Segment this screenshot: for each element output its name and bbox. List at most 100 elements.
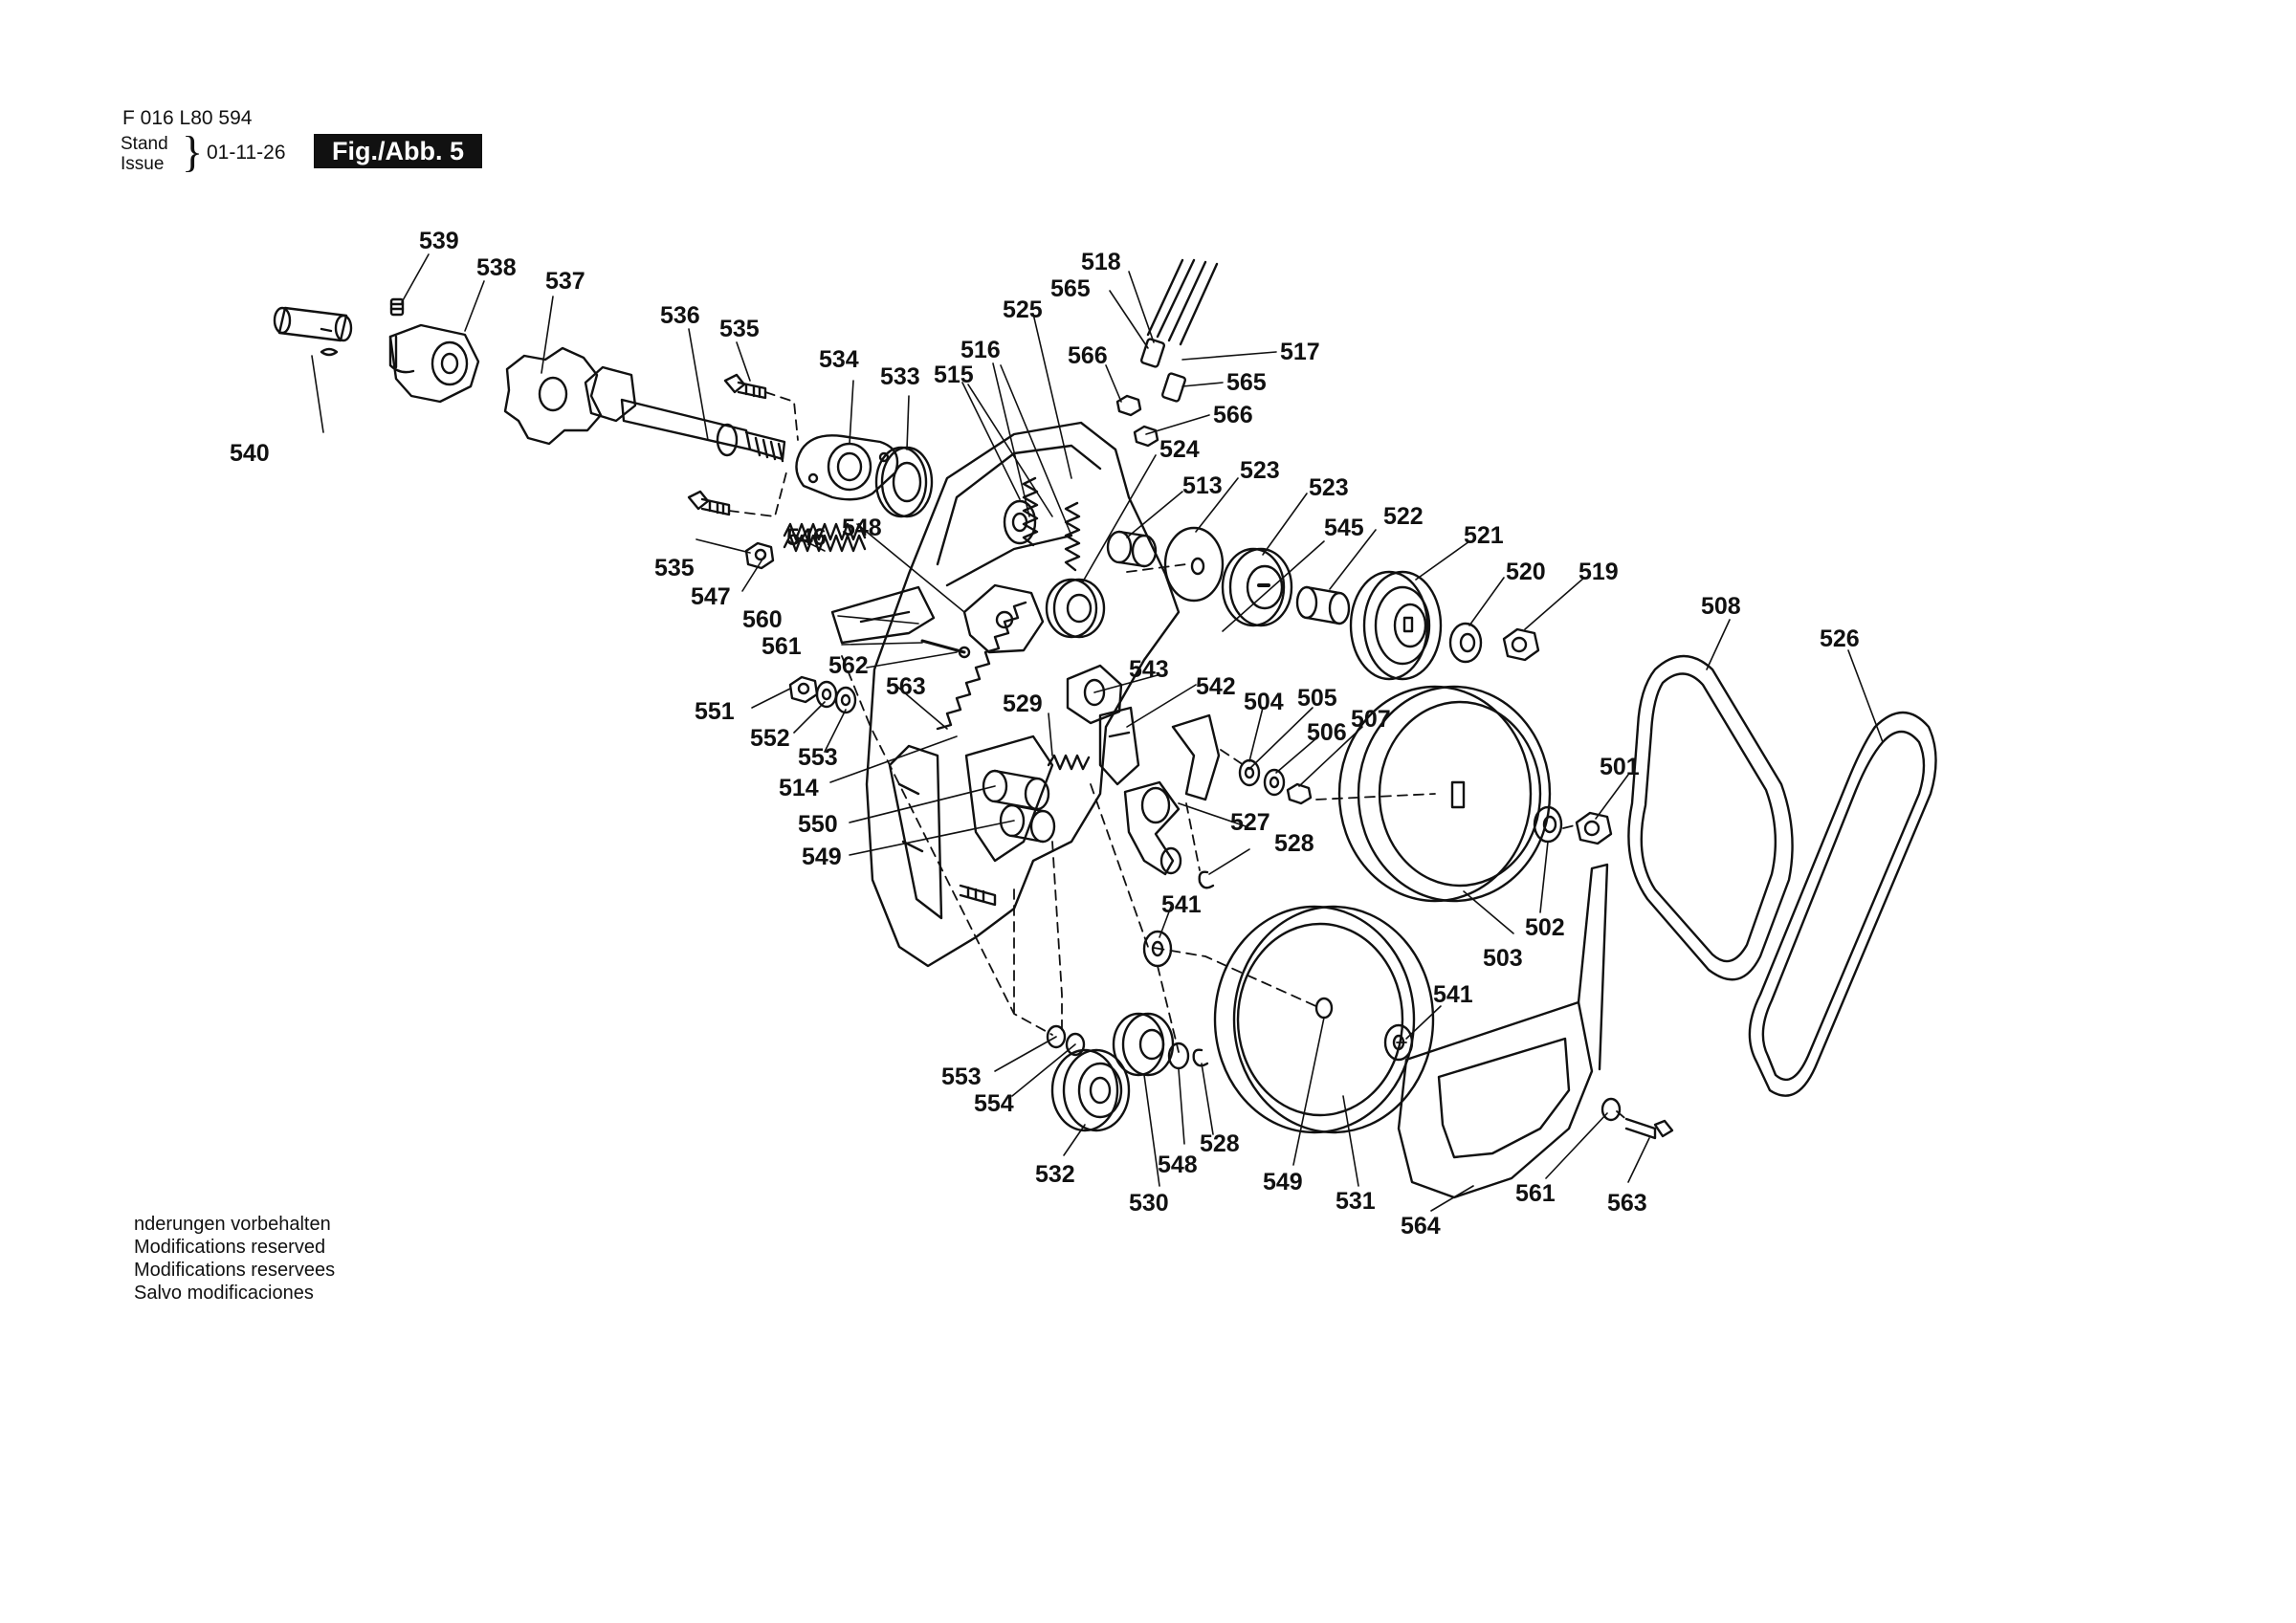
callout-label: 520 bbox=[1506, 559, 1546, 585]
washer-506 bbox=[1263, 768, 1286, 797]
callout-label: 506 bbox=[1307, 719, 1347, 746]
callout-label: 560 bbox=[742, 606, 783, 633]
clip-528-lower bbox=[1192, 1048, 1209, 1067]
leader-lines bbox=[311, 253, 1884, 1212]
v-belt-508 bbox=[1627, 654, 1794, 981]
tube-540 bbox=[273, 306, 353, 342]
pin-561 bbox=[920, 639, 971, 659]
nut-566-lower bbox=[1133, 425, 1159, 448]
callout-label: 550 bbox=[798, 811, 838, 838]
notice-line: Modifications reservees bbox=[134, 1260, 336, 1281]
document-code: F 016 L80 594 bbox=[122, 107, 253, 129]
callout-label: 561 bbox=[762, 633, 802, 660]
cable-fittings-518 bbox=[1140, 258, 1219, 403]
idler-pulley-524 bbox=[1045, 578, 1106, 639]
nut-566-upper bbox=[1115, 394, 1142, 417]
callout-label: 515 bbox=[934, 362, 974, 388]
spring-546 bbox=[783, 522, 867, 553]
callout-label: 565 bbox=[1050, 275, 1091, 302]
clip-528-upper bbox=[1198, 870, 1215, 889]
callout-label: 553 bbox=[941, 1064, 982, 1090]
callout-label: 545 bbox=[1324, 515, 1364, 541]
stand-issue-label: Stand Issue bbox=[121, 134, 168, 174]
spring-515-b bbox=[1064, 501, 1081, 572]
brace-glyph: } bbox=[182, 127, 204, 176]
bolt-535-lower bbox=[687, 490, 731, 516]
pulley-503 bbox=[1337, 685, 1552, 903]
spring-529 bbox=[1047, 754, 1091, 771]
callout-label: 508 bbox=[1701, 593, 1741, 620]
washer-520 bbox=[1448, 622, 1483, 664]
pulley-half-523-b bbox=[1221, 547, 1293, 627]
callout-label: 536 bbox=[660, 302, 700, 329]
notice-line: Salvo modificaciones bbox=[134, 1283, 314, 1304]
callout-label: 537 bbox=[545, 268, 585, 295]
coupling-538 bbox=[388, 323, 480, 404]
callout-label: 523 bbox=[1240, 457, 1280, 484]
callout-label: 522 bbox=[1383, 503, 1424, 530]
callout-label: 514 bbox=[779, 775, 819, 801]
stand-label: Stand bbox=[121, 134, 168, 154]
callout-label: 535 bbox=[654, 555, 695, 581]
cam-pulley-516 bbox=[1003, 499, 1037, 545]
callout-label: 523 bbox=[1309, 474, 1349, 501]
callout-label: 533 bbox=[880, 363, 920, 390]
callout-label: 541 bbox=[1433, 981, 1473, 1008]
callout-label: 547 bbox=[691, 583, 731, 610]
gear-532 bbox=[1050, 1048, 1131, 1132]
callout-label: 503 bbox=[1483, 945, 1523, 972]
callout-label: 528 bbox=[1200, 1130, 1240, 1157]
pulley-521 bbox=[1349, 570, 1443, 681]
assembly-lines bbox=[728, 391, 1629, 1122]
nut-551 bbox=[788, 675, 819, 704]
callout-label: 566 bbox=[1068, 342, 1108, 369]
callout-label: 542 bbox=[1196, 673, 1236, 700]
callout-label: 554 bbox=[974, 1090, 1014, 1117]
figure-badge: Fig./Abb. 5 bbox=[314, 134, 482, 168]
washer-553-lower bbox=[1046, 1024, 1067, 1049]
callout-label: 530 bbox=[1129, 1190, 1169, 1217]
callout-label: 534 bbox=[819, 346, 859, 373]
washer-561-lower bbox=[1601, 1097, 1622, 1122]
lever-514 bbox=[964, 735, 1054, 863]
v-belt-526 bbox=[1748, 711, 1937, 1097]
washer-523-a bbox=[1163, 526, 1225, 603]
callout-label: 549 bbox=[1263, 1169, 1303, 1195]
nut-501 bbox=[1575, 811, 1613, 845]
callout-label: 563 bbox=[1607, 1190, 1647, 1217]
lever-548 bbox=[962, 583, 1045, 654]
callout-label: 540 bbox=[230, 440, 270, 467]
callout-label: 552 bbox=[750, 725, 790, 752]
callout-label: 563 bbox=[886, 673, 926, 700]
callout-label: 501 bbox=[1600, 754, 1640, 780]
callout-label: 562 bbox=[828, 652, 869, 679]
bolt-535-upper bbox=[723, 373, 767, 400]
notice-line: Modifications reserved bbox=[134, 1237, 326, 1258]
callout-label: 516 bbox=[960, 337, 1001, 363]
bolt-563-lower bbox=[1624, 1117, 1674, 1140]
callout-label: 564 bbox=[1401, 1213, 1441, 1239]
setscrew-539 bbox=[389, 297, 405, 317]
callout-label: 532 bbox=[1035, 1161, 1075, 1188]
issue-label: Issue bbox=[121, 154, 165, 174]
shaft-536 bbox=[584, 365, 786, 463]
notice-line: nderungen vorbehalten bbox=[134, 1214, 331, 1235]
callout-label: 525 bbox=[1003, 296, 1043, 323]
bracket-542 bbox=[1098, 706, 1140, 786]
callout-label: 513 bbox=[1182, 472, 1223, 499]
callout-label: 524 bbox=[1159, 436, 1200, 463]
spacer-505 bbox=[1171, 713, 1221, 801]
callout-label: 505 bbox=[1297, 685, 1337, 712]
washer-552 bbox=[815, 680, 838, 709]
washer-553 bbox=[834, 686, 857, 714]
bracket-560 bbox=[830, 585, 936, 645]
callout-label: 566 bbox=[1213, 402, 1253, 428]
issue-date: 01-11-26 bbox=[207, 142, 286, 164]
callout-label: 517 bbox=[1280, 339, 1320, 365]
tension-arm-527 bbox=[1123, 780, 1182, 876]
callout-label: 504 bbox=[1244, 689, 1284, 715]
callout-label: 518 bbox=[1081, 249, 1121, 275]
callout-label: 528 bbox=[1274, 830, 1314, 857]
bolt-lower-left bbox=[959, 884, 997, 907]
